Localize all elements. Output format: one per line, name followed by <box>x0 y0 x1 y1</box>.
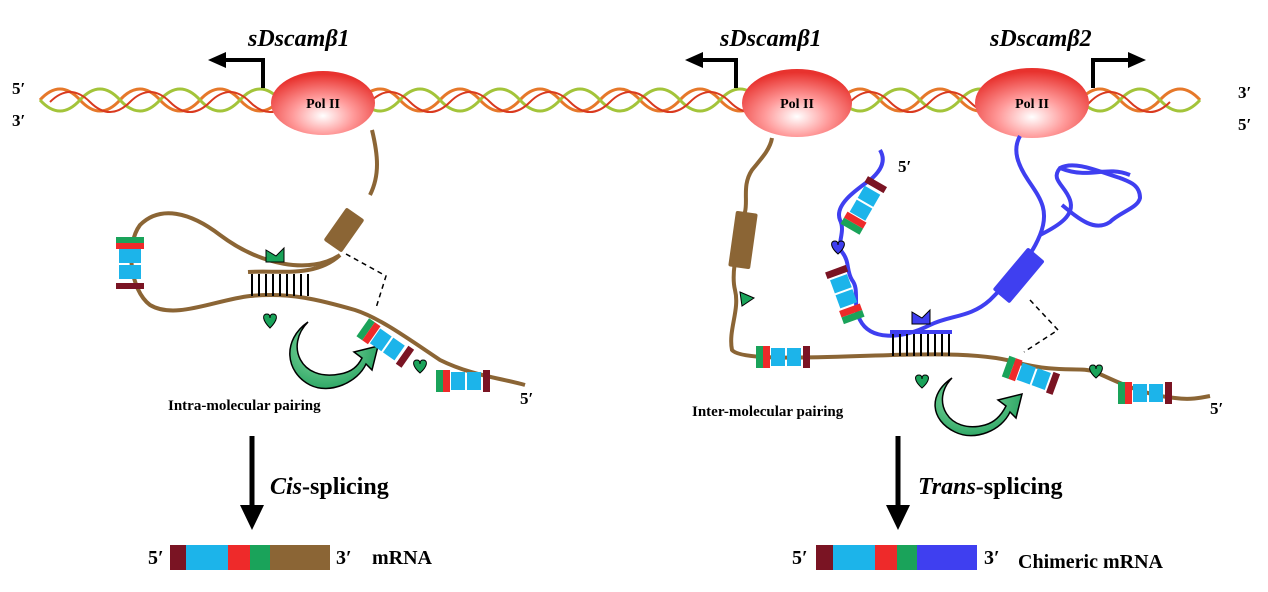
right-down-arrow <box>886 436 910 530</box>
gene-label-right: sDscamβ2 <box>989 26 1092 52</box>
left-base-pairing <box>251 274 309 296</box>
dna-end-left-top: 5′ <box>12 79 25 98</box>
left-down-arrow <box>240 436 264 530</box>
pol-ii-label-middle: Pol II <box>780 97 814 112</box>
gene-label-middle: sDscamβ1 <box>719 26 822 52</box>
right-pairing-marker-icon-blue <box>911 308 931 325</box>
left-exon-cluster-vertical <box>116 237 144 289</box>
left-exon-cluster-horizontal <box>436 370 490 392</box>
right-dashed-link <box>1023 299 1060 353</box>
left-mrna-label: mRNA <box>372 547 433 569</box>
left-process-label: Cis-splicing <box>270 474 389 500</box>
promoter-arrow-right <box>1091 52 1146 88</box>
left-mrna-bar <box>170 545 330 570</box>
right-mrna-5-end: 5′ <box>792 547 808 569</box>
left-heart-icon-2 <box>413 359 427 374</box>
right-process-rest: -splicing <box>976 474 1063 500</box>
right-mrna-label: Chimeric mRNA <box>1018 551 1164 573</box>
left-rna-exon-brown <box>324 208 364 252</box>
left-pairing-marker-icon <box>265 246 285 263</box>
right-exon-cluster-lower <box>825 264 865 325</box>
promoter-arrow-left <box>208 52 265 88</box>
left-heart-icon <box>263 313 277 329</box>
pol-ii-left: Pol II <box>271 71 375 135</box>
dna-end-left-bottom: 3′ <box>12 111 25 130</box>
pol-ii-right: Pol II <box>975 68 1089 138</box>
right-heart-icon-2 <box>1089 364 1103 379</box>
left-process-rest: -splicing <box>302 474 389 500</box>
left-mrna-3-end: 3′ <box>336 547 352 569</box>
right-process-italic: Trans <box>918 474 976 500</box>
left-mrna-5-end: 5′ <box>148 547 164 569</box>
right-base-pairing <box>892 332 950 356</box>
right-heart-icon <box>915 374 929 389</box>
left-exon-cluster-diagonal <box>356 318 415 368</box>
right-splice-arrow-icon <box>934 377 1024 437</box>
dna-end-right-top: 3′ <box>1238 83 1251 102</box>
right-rna-exon-blue <box>993 248 1044 303</box>
pol-ii-label-right: Pol II <box>1015 97 1049 112</box>
left-rna-molecule <box>129 129 526 387</box>
right-rna-5-end: 5′ <box>1210 399 1223 418</box>
left-process-italic: Cis <box>270 474 302 500</box>
right-process-label: Trans-splicing <box>918 474 1062 500</box>
right-blue-rna-5-end: 5′ <box>898 157 911 176</box>
right-caption: Inter-molecular pairing <box>692 404 844 420</box>
right-pairing-marker-icon-brown <box>739 291 756 307</box>
right-blue-rna <box>837 135 1143 338</box>
pol-ii-label-left: Pol II <box>306 97 340 112</box>
left-dashed-link <box>345 253 387 309</box>
gene-label-left: sDscamβ1 <box>247 26 350 52</box>
dna-end-right-bottom: 5′ <box>1238 115 1251 134</box>
left-caption: Intra-molecular pairing <box>168 398 321 414</box>
left-rna-5-end: 5′ <box>520 389 533 408</box>
right-exon-cluster-brown-left <box>756 346 810 368</box>
right-rna-exon-brown <box>728 211 758 269</box>
right-exon-cluster-horizontal <box>1118 382 1172 404</box>
promoter-arrow-middle <box>685 52 738 88</box>
pol-ii-middle: Pol II <box>742 69 852 137</box>
right-heart-icon-blue <box>831 240 845 255</box>
right-exon-cluster-upper <box>840 176 888 235</box>
right-mrna-bar <box>816 545 977 570</box>
right-exon-cluster-diagonal <box>1001 355 1061 395</box>
right-mrna-3-end: 3′ <box>984 547 1000 569</box>
right-brown-rna <box>729 137 1211 401</box>
